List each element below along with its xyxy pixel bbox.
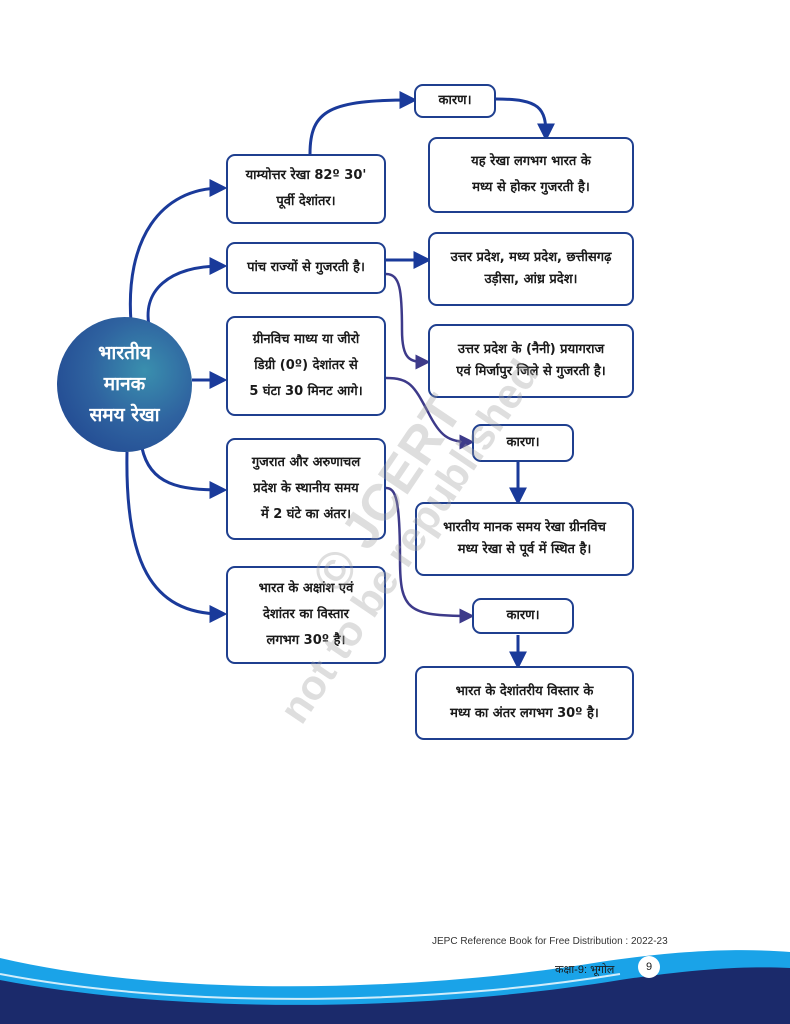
arrow-to-branch-4: [140, 447, 228, 499]
central-concept-circle: भारतीय मानक समय रेखा: [57, 317, 192, 452]
footer-class-subject: कक्षा-9: भूगोल: [555, 964, 615, 976]
arrow-to-reason-2: [385, 376, 475, 450]
prayagraj-note-box: उत्तर प्रदेश के (नैनी) प्रयागराज एवं मिर…: [428, 324, 634, 398]
arrow-to-reason-1: [308, 91, 418, 155]
arrow-to-reason-3: [385, 486, 475, 624]
branch-five-states: पांच राज्यों से गुजरती है।: [226, 242, 386, 294]
meridian-explanation-box: यह रेखा लगभग भारत के मध्य से होकर गुजरती…: [428, 137, 634, 213]
arrow-to-branch-1: [128, 179, 228, 323]
states-list-box: उत्तर प्रदेश, मध्य प्रदेश, छत्तीसगढ़ उड़…: [428, 232, 634, 306]
branch-greenwich-offset: ग्रीनविच माध्य या जीरो डिग्री (0º) देशां…: [226, 316, 386, 416]
page-number: 9: [638, 956, 660, 978]
branch-latitude-longitude-extent: भारत के अक्षांश एवं देशांतर का विस्तार ल…: [226, 566, 386, 664]
branch-meridian-longitude: याम्योत्तर रेखा 82º 30' पूर्वी देशांतर।: [226, 154, 386, 224]
reason-box-2: कारण।: [472, 424, 574, 462]
arrow-to-branch-5: [125, 451, 228, 623]
reason-box-3: कारण।: [472, 598, 574, 634]
reason-box-1: कारण।: [414, 84, 496, 118]
arrow-to-prayagraj-note: [385, 272, 431, 370]
arrow-to-meridian-explanation: [495, 97, 555, 142]
footer-distribution-note: JEPC Reference Book for Free Distributio…: [432, 936, 668, 947]
greenwich-explanation-box: भारतीय मानक समय रेखा ग्रीनविच मध्य रेखा …: [415, 502, 634, 576]
extent-explanation-box: भारत के देशांतरीय विस्तार के मध्य का अंत…: [415, 666, 634, 740]
footer-wave-decoration: [0, 950, 790, 1024]
arrow-to-branch-2: [146, 257, 228, 331]
branch-gujarat-arunachal: गुजरात और अरुणाचल प्रदेश के स्थानीय समय …: [226, 438, 386, 540]
